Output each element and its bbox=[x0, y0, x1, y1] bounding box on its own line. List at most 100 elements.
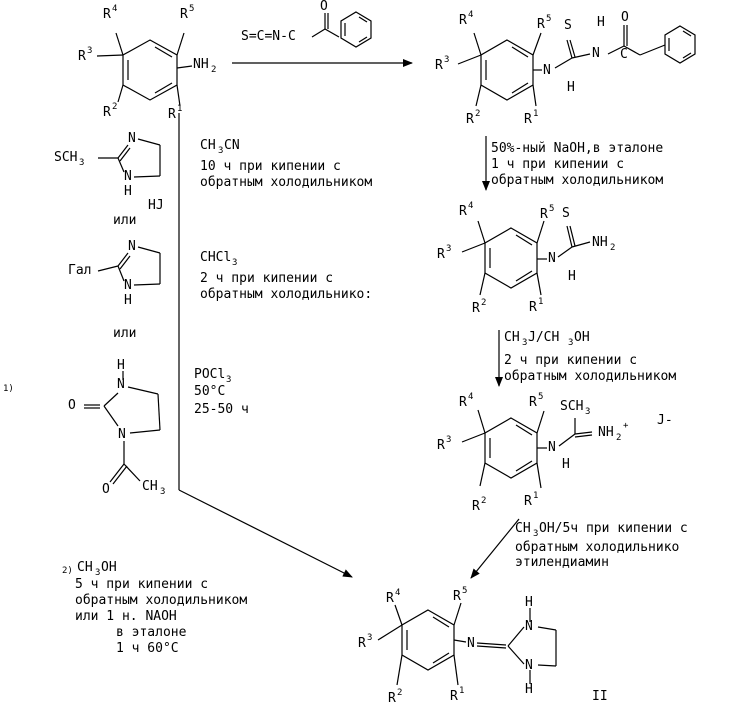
isothiouronium-salt bbox=[462, 410, 592, 488]
ring-n-bottom: N bbox=[124, 170, 132, 184]
iminium-nh2: NH bbox=[598, 426, 614, 440]
or-label: или bbox=[113, 327, 136, 341]
r4-superscript: 4 bbox=[395, 589, 400, 598]
ring-nh-h: H bbox=[124, 294, 132, 308]
ring-nh-h: H bbox=[117, 359, 125, 373]
sch3-label: SCH bbox=[54, 151, 77, 165]
reagent-pocl3-subscript: 3 bbox=[226, 376, 231, 385]
condition-pocl3-temp: 50°C bbox=[194, 385, 225, 399]
r5-superscript: 5 bbox=[546, 15, 551, 24]
r2-superscript: 2 bbox=[397, 689, 402, 698]
r3-label: R bbox=[437, 439, 445, 453]
isothiocyanate-formula: S=C=N-C bbox=[241, 30, 296, 44]
ring-n-top: N bbox=[128, 240, 136, 254]
aniline-ring bbox=[97, 33, 192, 106]
r4-superscript: 4 bbox=[468, 11, 473, 20]
r5-superscript: 5 bbox=[549, 205, 554, 214]
ring-n-bottom: N bbox=[525, 659, 533, 673]
r5-superscript: 5 bbox=[189, 5, 194, 14]
reagent-meoh-tail: OH bbox=[574, 331, 590, 345]
aryl-nh-n: N bbox=[548, 441, 556, 455]
r1-superscript: 1 bbox=[538, 298, 543, 307]
iminium-charge: + bbox=[623, 422, 628, 431]
reagent-meoh-subscript: 3 bbox=[568, 339, 573, 348]
condition-mej-reflux: обратным холодильником bbox=[504, 370, 676, 384]
route-marker-1: 1) bbox=[3, 382, 14, 396]
thiourea-nh2: NH bbox=[592, 236, 608, 250]
carbonyl-carbon: C bbox=[620, 48, 628, 62]
r5-superscript: 5 bbox=[462, 587, 467, 596]
ring-n-bottom: N bbox=[118, 428, 126, 442]
condition-meoh-reflux: обратным холодильником bbox=[75, 594, 247, 608]
r4-superscript: 4 bbox=[468, 393, 473, 402]
or-label: или bbox=[113, 214, 136, 228]
hj-label: HJ bbox=[148, 199, 164, 213]
r5-label: R bbox=[453, 590, 461, 604]
arrow-diag-left bbox=[179, 490, 352, 577]
thiourea-nh2-subscript: 2 bbox=[610, 244, 615, 253]
carbonyl-oxygen: O bbox=[68, 399, 76, 413]
thione-sulfur: S bbox=[564, 19, 572, 33]
amine-subscript: 2 bbox=[211, 66, 216, 75]
r3-superscript: 3 bbox=[446, 245, 451, 254]
reagent-mej-subscript: 3 bbox=[522, 339, 527, 348]
r4-superscript: 4 bbox=[112, 5, 117, 14]
benzoyl-oxygen: O bbox=[320, 0, 328, 14]
r3-superscript: 3 bbox=[446, 436, 451, 445]
r2-superscript: 2 bbox=[112, 103, 117, 112]
ring-n-top: N bbox=[117, 378, 125, 392]
r2-label: R bbox=[103, 106, 111, 120]
solvent-meoh-2-tail: OH bbox=[101, 561, 117, 575]
r1-label: R bbox=[529, 301, 537, 315]
condition-en-time: OH/5ч при кипении с bbox=[539, 522, 688, 536]
r2-superscript: 2 bbox=[481, 497, 486, 506]
r1-superscript: 1 bbox=[459, 687, 464, 696]
compound-number: II bbox=[592, 690, 608, 704]
imide-n: N bbox=[592, 47, 600, 61]
solvent-meoh: CH bbox=[515, 522, 531, 536]
benzoyl-isothiocyanate bbox=[312, 12, 371, 47]
condition-mej-time: 2 ч при кипении с bbox=[504, 354, 637, 368]
condition-pocl3-time: 25-50 ч bbox=[194, 403, 249, 417]
reagent-ethylenediamine: этилендиамин bbox=[515, 556, 609, 570]
r4-label: R bbox=[459, 205, 467, 219]
ring-n-top: N bbox=[128, 132, 136, 146]
ring-nh-h: H bbox=[124, 185, 132, 199]
r1-label: R bbox=[524, 113, 532, 127]
r1-superscript: 1 bbox=[533, 492, 538, 501]
aryl-nh-h: H bbox=[568, 270, 576, 284]
solvent-chcl3-subscript: 3 bbox=[232, 259, 237, 268]
iodide-counterion: J- bbox=[657, 414, 673, 428]
solvent-ch3cn-tail: CN bbox=[224, 139, 240, 153]
r4-label: R bbox=[459, 396, 467, 410]
acetyl-oxygen: O bbox=[102, 483, 110, 497]
r3-superscript: 3 bbox=[367, 634, 372, 643]
sch3-label: SCH bbox=[560, 400, 583, 414]
r4-superscript: 4 bbox=[468, 202, 473, 211]
r3-label: R bbox=[435, 59, 443, 73]
ring-nh-h: H bbox=[525, 683, 533, 697]
condition-chcl3-reflux: обратным холодильнико: bbox=[200, 288, 372, 302]
solvent-meoh-subscript: 3 bbox=[533, 530, 538, 539]
acetyl-methyl-subscript: 3 bbox=[160, 488, 165, 497]
r1-label: R bbox=[524, 495, 532, 509]
arrow-diag-right bbox=[471, 519, 519, 578]
r2-label: R bbox=[472, 500, 480, 514]
route-marker-2: 2) bbox=[62, 564, 73, 578]
r3-label: R bbox=[437, 248, 445, 262]
amine-label: NH bbox=[193, 58, 209, 72]
r4-label: R bbox=[459, 14, 467, 28]
r5-label: R bbox=[540, 208, 548, 222]
reagent-mej-mid: J/CH bbox=[528, 331, 559, 345]
r1-superscript: 1 bbox=[533, 110, 538, 119]
reagent-pocl3: POCl bbox=[194, 368, 225, 382]
aryl-nh-n: N bbox=[543, 64, 551, 78]
condition-naoh: 50%-ный NaOH,в эталоне bbox=[491, 142, 663, 156]
r2-superscript: 2 bbox=[481, 299, 486, 308]
condition-naoh-alt-ref: в эталоне bbox=[116, 626, 186, 640]
benzoyl-oxygen: O bbox=[621, 11, 629, 25]
r1-superscript: 1 bbox=[177, 105, 182, 114]
ring-n-top: N bbox=[525, 620, 533, 634]
benzoylthiourea bbox=[458, 25, 695, 106]
condition-en-reflux: обратным холодильнико bbox=[515, 541, 679, 555]
